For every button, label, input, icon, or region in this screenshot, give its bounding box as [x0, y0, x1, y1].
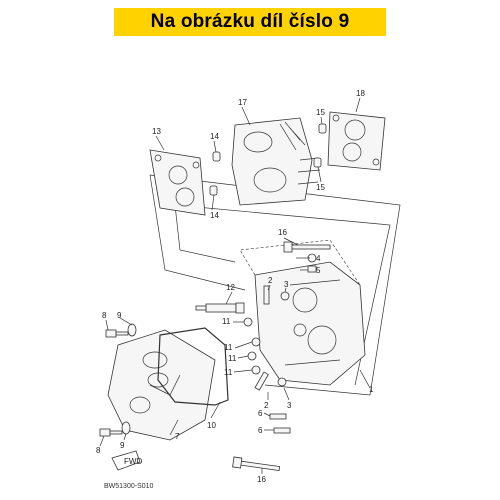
dowel-3-upper — [280, 291, 290, 301]
diagram-code: BW51300-S010 — [104, 483, 154, 490]
callout-3-lower: 3 — [287, 401, 292, 410]
callout-11-d: 11 — [224, 368, 233, 377]
callout-2-upper: 2 — [268, 276, 273, 285]
banner-title: Na obrázku díl číslo 9 — [150, 11, 350, 32]
callout-11-c: 11 — [228, 354, 237, 363]
callout-11-a: 11 — [222, 317, 231, 326]
callout-8-lower: 8 — [96, 446, 101, 455]
cover-gasket — [157, 327, 229, 406]
callout-9-lower: 9 — [120, 441, 125, 450]
stud-2-upper — [263, 285, 270, 305]
nut-5 — [307, 265, 317, 273]
callout-1: 1 — [369, 385, 374, 394]
assembly-frame-lower — [174, 204, 391, 386]
callout-15-lower: 15 — [316, 183, 325, 192]
head-bolt-lower — [232, 456, 281, 471]
dowel-pin-upper-right — [318, 123, 327, 134]
callout-10: 10 — [207, 421, 216, 430]
stud-6-upper — [269, 413, 287, 420]
callout-14-upper: 14 — [210, 132, 219, 141]
callout-9-upper: 9 — [117, 311, 122, 320]
callout-5: 5 — [316, 266, 321, 275]
cover-bolt-upper — [105, 329, 129, 338]
dowel-pin-lower — [209, 185, 218, 196]
callout-7: 7 — [175, 432, 180, 441]
cylinder-head — [239, 239, 366, 386]
washer-9-lower — [121, 421, 131, 435]
stud-2-lower — [254, 371, 269, 391]
head-gasket — [327, 111, 386, 171]
callout-6-upper: 6 — [258, 409, 263, 418]
leader-lines — [99, 97, 371, 474]
callout-13: 13 — [152, 127, 161, 136]
callout-3-upper: 3 — [284, 280, 289, 289]
cylinder-gasket-left — [149, 149, 206, 216]
callout-18: 18 — [356, 89, 365, 98]
callout-15-upper: 15 — [316, 108, 325, 117]
callout-2-lower: 2 — [264, 401, 269, 410]
callout-11-b: 11 — [224, 343, 233, 352]
cover-bolt-lower — [99, 428, 123, 437]
stud-6-lower — [273, 427, 291, 434]
nuts-11 — [243, 317, 261, 375]
cylinder-block — [231, 117, 321, 206]
callout-16-lower: 16 — [257, 475, 266, 484]
title-banner: Na obrázku díl číslo 9 — [114, 8, 386, 36]
callout-17: 17 — [238, 98, 247, 107]
head-bolt-upper — [283, 241, 331, 253]
dowel-pin-upper — [212, 151, 221, 162]
callout-6-lower: 6 — [258, 426, 263, 435]
callout-16-upper: 16 — [278, 228, 287, 237]
fwd-label: FWD — [124, 457, 142, 466]
washer-9-upper — [127, 323, 137, 337]
fwd-arrow-icon: FWD — [111, 450, 142, 471]
callout-12: 12 — [226, 283, 235, 292]
callout-8-upper: 8 — [102, 311, 107, 320]
dowel-pin-lower-right — [313, 157, 322, 168]
callout-4: 4 — [316, 254, 321, 263]
callout-14-lower: 14 — [210, 211, 219, 220]
spark-plug — [195, 302, 245, 314]
dowel-3-lower — [277, 377, 287, 387]
